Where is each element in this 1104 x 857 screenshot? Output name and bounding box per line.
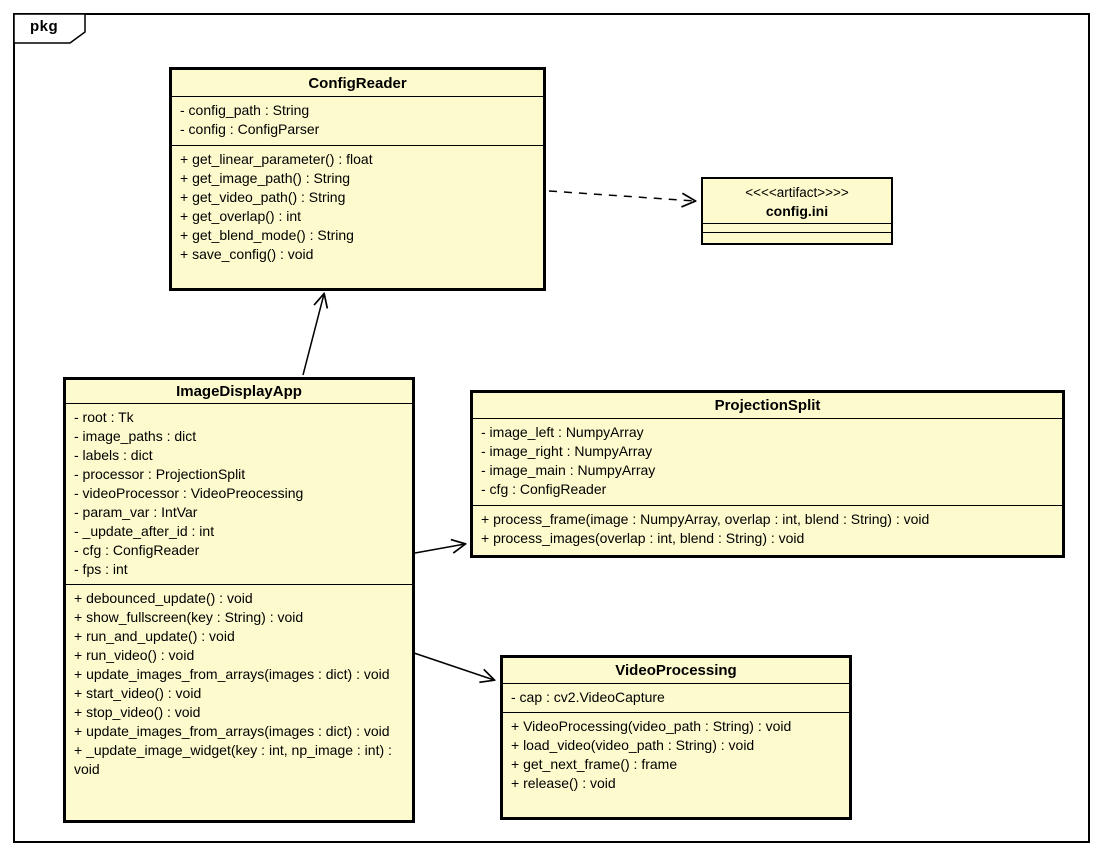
method-line: + run_and_update() : void [74,628,235,644]
class-projectionsplit[interactable]: ProjectionSplit - image_left : NumpyArra… [470,390,1065,558]
attribute-line: - config_path : String [180,102,310,118]
artifact-stereotype: <<<<artifact>>>> [745,185,849,200]
class-configreader[interactable]: ConfigReader - config_path : String - co… [169,67,546,291]
attribute-line: - fps : int [74,561,128,577]
method-line: + load_video(video_path : String) : void [511,737,755,753]
attribute-line: - image_main : NumpyArray [481,462,656,478]
attribute-line: - root : Tk [74,409,134,425]
class-title: ConfigReader [308,74,407,92]
artifact-empty-compartment [703,223,891,232]
class-title: ProjectionSplit [714,397,821,414]
method-line: + update_images_from_arrays(images : dic… [74,723,390,739]
method-line: + get_image_path() : String [180,170,351,186]
attribute-line: - image_paths : dict [74,428,197,444]
artifact-config-ini[interactable]: <<<<artifact>>>> config.ini [701,177,893,245]
method-line: + get_overlap() : int [180,208,302,224]
attribute-line: - processor : ProjectionSplit [74,466,246,482]
attribute-line: - param_var : IntVar [74,504,198,520]
attribute-line: - labels : dict [74,447,153,463]
method-line: + process_images(overlap : int, blend : … [481,530,805,546]
method-line: + process_frame(image : NumpyArray, over… [481,511,930,527]
method-line: + save_config() : void [180,246,314,262]
method-line: + _update_image_widget(key : int, np_ima… [74,742,392,777]
method-line: + run_video() : void [74,647,195,663]
method-line: + get_video_path() : String [180,189,346,205]
method-line: + update_images_from_arrays(images : dic… [74,666,390,682]
method-line: + show_fullscreen(key : String) : void [74,609,304,625]
attribute-line: - cfg : ConfigReader [74,542,200,558]
class-imagedisplayapp[interactable]: ImageDisplayApp - root : Tk - image_path… [63,377,415,823]
method-line: + get_blend_mode() : String [180,227,354,243]
attribute-line: - image_right : NumpyArray [481,443,653,459]
attribute-line: - videoProcessor : VideoPreocessing [74,485,304,501]
artifact-empty-compartment [703,232,891,243]
method-line: + VideoProcessing(video_path : String) :… [511,718,792,734]
class-videoprocessing[interactable]: VideoProcessing - cap : cv2.VideoCapture… [500,655,852,820]
method-line: + debounced_update() : void [74,590,253,606]
package-tab-label: pkg [30,18,59,35]
attribute-line: - cfg : ConfigReader [481,481,607,497]
attribute-line: - image_left : NumpyArray [481,424,644,440]
method-line: + start_video() : void [74,685,202,701]
artifact-name: config.ini [765,203,829,219]
method-line: + get_next_frame() : frame [511,756,678,772]
method-line: + release() : void [511,775,616,791]
method-line: + stop_video() : void [74,704,201,720]
class-title: ImageDisplayApp [176,383,302,400]
attribute-line: - cap : cv2.VideoCapture [511,689,665,705]
class-title: VideoProcessing [615,662,737,679]
attribute-line: - _update_after_id : int [74,523,215,539]
attribute-line: - config : ConfigParser [180,121,320,137]
method-line: + get_linear_parameter() : float [180,151,373,167]
